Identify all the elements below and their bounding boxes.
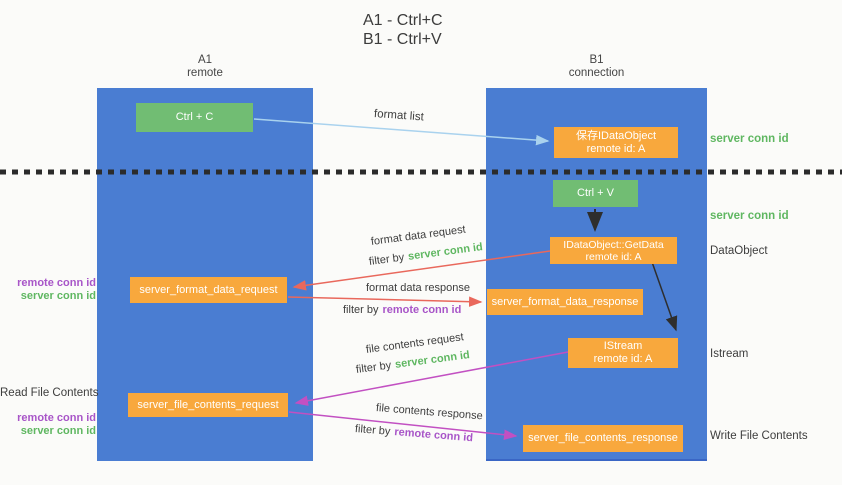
title-line-1: A1 - Ctrl+C xyxy=(363,12,443,29)
server-format-data-request-node: server_format_data_request xyxy=(130,277,287,303)
dataobject-annotation: DataObject xyxy=(710,245,768,257)
ctrl-c-node: Ctrl + C xyxy=(136,103,253,132)
server-conn-id-text: server conn id xyxy=(20,425,96,437)
file-response-label: server_file_contents_response xyxy=(528,432,678,444)
server-file-contents-response-node: server_file_contents_response xyxy=(523,425,683,452)
idataobject-getdata-node: IDataObject::GetData remote id: A xyxy=(550,237,677,264)
server-format-data-response-node: server_format_data_response xyxy=(487,289,643,315)
save-idataobject-line1: 保存IDataObject xyxy=(575,129,657,142)
server-conn-id-text: server conn id xyxy=(394,349,471,371)
title-line-2: B1 - Ctrl+V xyxy=(363,31,442,48)
format-response-label: server_format_data_response xyxy=(491,295,639,308)
format-data-response-arrow xyxy=(287,296,483,307)
conn-id-annotation-left-top: remote conn id server conn id xyxy=(0,277,96,303)
filter-by-text: filter by xyxy=(355,359,392,376)
format-data-response-label: format data response xyxy=(366,282,470,294)
file-request-label: server_file_contents_request xyxy=(137,398,279,411)
istream-line2: remote id: A xyxy=(593,353,653,365)
format-request-label: server_format_data_request xyxy=(139,283,278,296)
lifeline-a1-name: A1 xyxy=(197,54,213,66)
format-list-label: format list xyxy=(373,108,425,124)
getdata-line2: remote id: A xyxy=(585,250,642,263)
lifeline-a1-role: remote xyxy=(187,67,223,79)
ctrl-c-label: Ctrl + C xyxy=(175,111,214,123)
server-conn-id-annotation-top: server conn id xyxy=(710,133,789,145)
filter-by-text: filter by xyxy=(368,251,405,268)
file-contents-response-label: file contents response xyxy=(375,402,484,423)
save-idataobject-node: 保存IDataObject remote id: A xyxy=(554,127,678,158)
remote-conn-id-text: remote conn id xyxy=(393,426,474,445)
lifeline-b1-name: B1 xyxy=(589,54,604,66)
filter-by-text: filter by xyxy=(354,423,391,438)
write-file-contents-annotation: Write File Contents xyxy=(710,430,808,442)
lifeline-header-b1: B1 connection xyxy=(486,54,707,80)
lifeline-b1-role: connection xyxy=(568,67,625,79)
server-conn-id-text: server conn id xyxy=(407,241,484,263)
ctrl-v-label: Ctrl + V xyxy=(577,187,614,199)
istream-annotation: Istream xyxy=(710,348,749,360)
lifeline-header-a1: A1 remote xyxy=(97,54,313,80)
getdata-line1: IDataObject::GetData xyxy=(563,238,664,251)
server-file-contents-request-node: server_file_contents_request xyxy=(128,393,288,417)
istream-line1: IStream xyxy=(603,340,643,352)
remote-conn-id-text: remote conn id xyxy=(17,412,96,424)
remote-conn-id-text: remote conn id xyxy=(17,277,96,289)
filter-by-text: filter by xyxy=(343,304,379,316)
istream-node: IStream remote id: A xyxy=(568,338,678,368)
server-conn-id-text: server conn id xyxy=(20,290,96,302)
server-conn-id-annotation-mid: server conn id xyxy=(710,210,789,222)
conn-id-annotation-left-bottom: remote conn id server conn id xyxy=(0,412,96,438)
read-file-contents-annotation: Read File Contents xyxy=(0,387,99,399)
ctrl-v-node: Ctrl + V xyxy=(553,180,638,207)
remote-conn-id-text: remote conn id xyxy=(382,304,462,316)
save-idataobject-line2: remote id: A xyxy=(586,142,646,155)
diagram-title: A1 - Ctrl+C B1 - Ctrl+V xyxy=(363,11,443,49)
